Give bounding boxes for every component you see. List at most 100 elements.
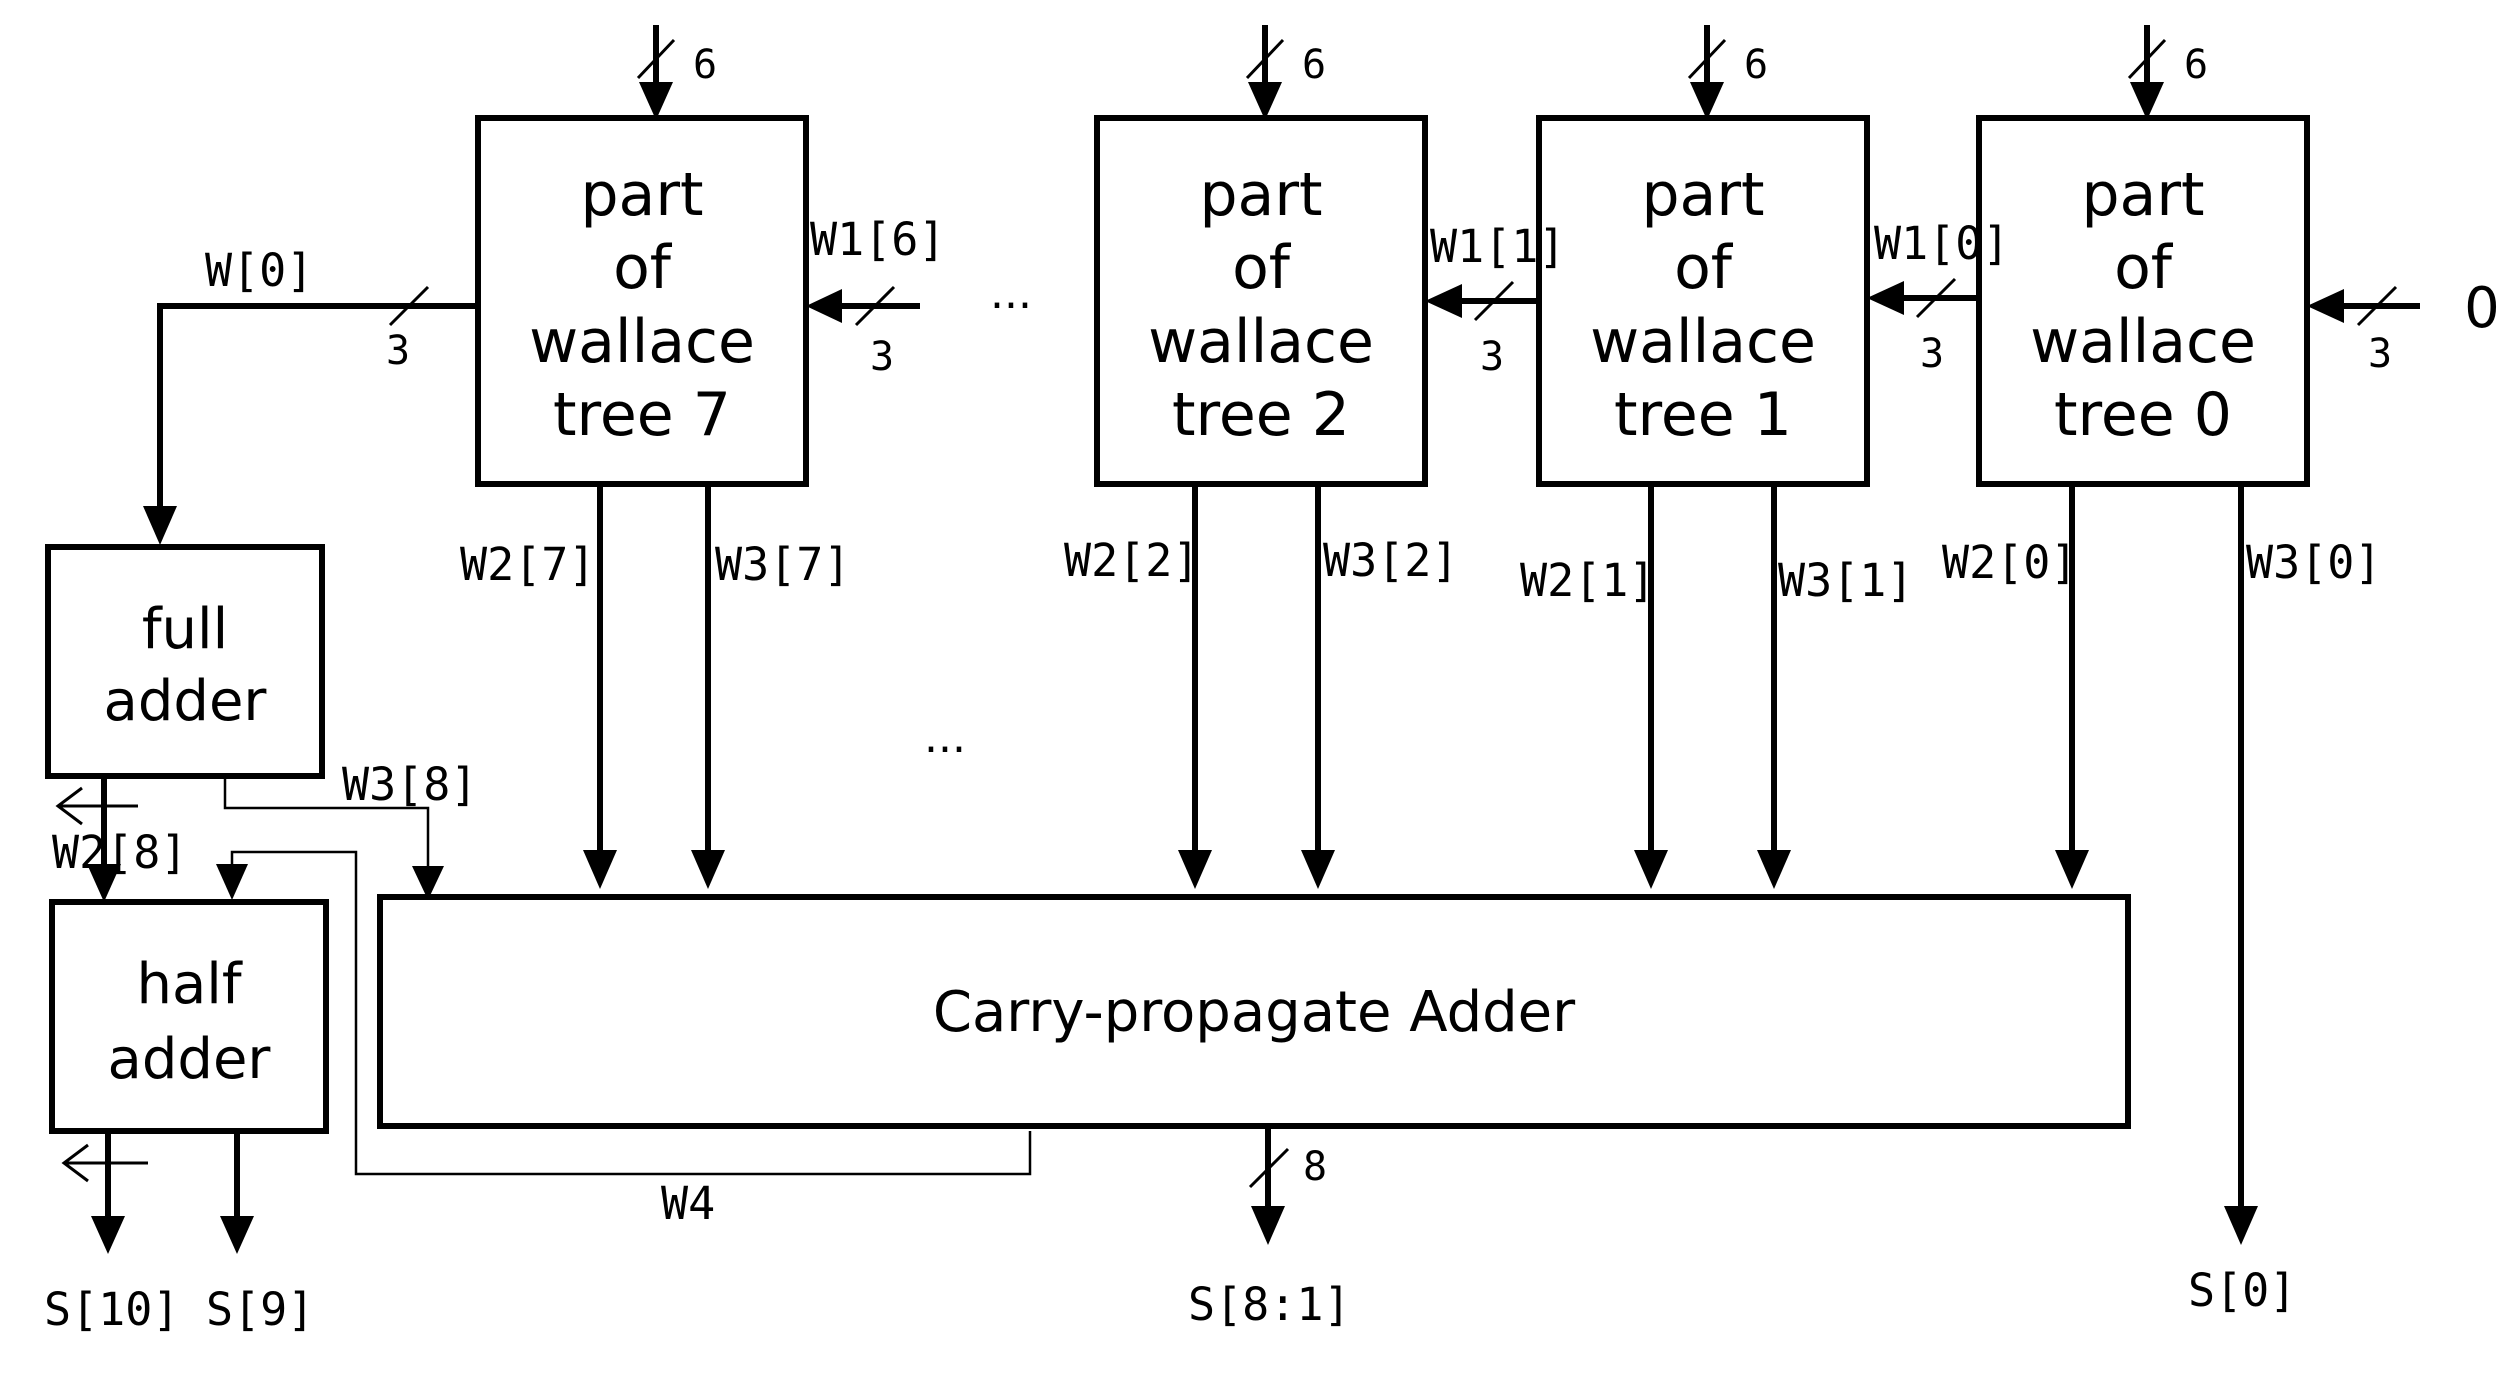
- w2-7-wire: W2[7]: [460, 484, 617, 889]
- tree-7-input-bus: 6: [636, 25, 717, 120]
- w3-1-wire: W3[1]: [1757, 484, 1913, 889]
- ellipsis-top: ...: [990, 268, 1032, 319]
- arrowhead: [220, 1216, 254, 1254]
- output-s10: S[10]: [44, 1283, 179, 1336]
- arrowhead: [216, 864, 248, 900]
- bus-slash: [1915, 277, 1957, 319]
- carry-in-zero-value: 0: [2464, 276, 2500, 341]
- arrowhead: [91, 1216, 125, 1254]
- bus-slash: [1245, 38, 1285, 80]
- output-s8-1: S[8:1]: [1188, 1278, 1351, 1331]
- half-adder-box: [49, 899, 329, 1134]
- bus-slash: [388, 285, 430, 327]
- wallace-tree-part-2: part of wallace tree 2: [1094, 115, 1428, 487]
- signal-w3-0: W3[0]: [2246, 536, 2381, 589]
- tree-7-carry-in-bus: W1[6] 3: [806, 213, 945, 380]
- w2-2-wire: W2[2]: [1064, 484, 1212, 889]
- s9-output: S[9]: [206, 1131, 314, 1336]
- tree-7-input-width: 6: [693, 42, 717, 88]
- arrowhead: [1178, 850, 1212, 889]
- w1-0-bus: W1[0] 3: [1867, 217, 2009, 377]
- signal-w1-1: W1[1]: [1430, 220, 1565, 273]
- w3-7-wire: W3[7]: [691, 484, 850, 889]
- signal-w2-7: W2[7]: [460, 538, 595, 591]
- tree-0-label-line-4: tree 0: [2054, 380, 2232, 450]
- bus-slash: [636, 38, 676, 80]
- full-adder-left-open-arrow: [55, 786, 138, 826]
- signal-w0: W[0]: [205, 244, 313, 297]
- bus-slash: [2356, 285, 2398, 327]
- arrowhead: [1867, 281, 1904, 315]
- signal-w2-8: W2[8]: [52, 826, 187, 879]
- tree-7-label-line-3: wallace: [529, 307, 755, 377]
- wallace-tree-part-7: part of wallace tree 7: [475, 115, 809, 487]
- carry-in-zero-bus: 3 0: [2307, 276, 2500, 377]
- w2-8-wire: W2[8]: [52, 776, 187, 902]
- arrowhead: [1690, 82, 1724, 120]
- signal-w3-8: W3[8]: [342, 758, 477, 811]
- tree-1-label-line-4: tree 1: [1614, 380, 1792, 450]
- arrowhead: [639, 82, 673, 120]
- arrowhead: [1248, 82, 1282, 120]
- tree-1-label-line-1: part: [1641, 160, 1764, 230]
- full-adder: full adder: [45, 544, 325, 779]
- tree-1-input-width: 6: [1744, 42, 1768, 88]
- arrowhead: [412, 866, 444, 900]
- signal-w3-7: W3[7]: [715, 538, 850, 591]
- w2-1-wire: W2[1]: [1520, 484, 1668, 889]
- w2-0-wire: W2[0]: [1942, 484, 2089, 889]
- arrowhead: [1634, 850, 1668, 889]
- bus-slash: [1687, 38, 1727, 80]
- tree-2-input-width: 6: [1302, 42, 1326, 88]
- wallace-tree-7-box: [475, 115, 809, 487]
- tree-7-label-line-4: tree 7: [553, 380, 731, 450]
- signal-w4: W4: [661, 1177, 715, 1230]
- arrowhead: [1757, 850, 1791, 889]
- arrowhead: [87, 864, 121, 902]
- carry-in-width: 3: [2368, 331, 2392, 377]
- full-adder-label-line-1: full: [142, 597, 228, 662]
- arrowhead: [806, 289, 842, 323]
- carry-propagate-adder: Carry-propagate Adder: [377, 894, 2131, 1129]
- w1-1-bus: W1[1] 3: [1425, 220, 1565, 380]
- tree-1-input-bus: 6: [1687, 25, 1768, 120]
- arrowhead: [143, 506, 177, 545]
- bus-slash: [2127, 38, 2167, 80]
- arrowhead: [691, 850, 725, 889]
- w1-0-width: 3: [1920, 331, 1944, 377]
- wallace-tree-part-1: part of wallace tree 1: [1536, 115, 1870, 487]
- full-adder-label-line-2: adder: [104, 669, 268, 734]
- w1-6-width: 3: [870, 334, 894, 380]
- signal-w2-0: W2[0]: [1942, 536, 2077, 589]
- tree-0-label-line-3: wallace: [2030, 307, 2256, 377]
- tree-2-label-line-2: of: [1232, 233, 1292, 303]
- full-adder-box: [45, 544, 325, 779]
- tree-0-label-line-2: of: [2114, 233, 2174, 303]
- bus-slash: [854, 285, 896, 327]
- s10-output: S[10]: [44, 1131, 179, 1336]
- arrowhead: [2224, 1206, 2258, 1245]
- signal-w3-2: W3[2]: [1323, 534, 1458, 587]
- half-adder: half adder: [49, 899, 329, 1134]
- signal-w1-0: W1[0]: [1874, 217, 2009, 270]
- w4-wire: W4: [216, 850, 1032, 1230]
- w3-8-wire: W3[8]: [223, 758, 477, 900]
- signal-w2-1: W2[1]: [1520, 554, 1655, 607]
- w1-1-width: 3: [1480, 334, 1504, 380]
- signal-w2-2: W2[2]: [1064, 534, 1199, 587]
- tree-1-label-line-3: wallace: [1590, 307, 1816, 377]
- bus-slash: [1473, 280, 1515, 322]
- tree-1-label-line-2: of: [1674, 233, 1734, 303]
- cpa-output-width: 8: [1303, 1144, 1327, 1190]
- tree-2-label-line-1: part: [1199, 160, 1322, 230]
- wallace-tree-part-0: part of wallace tree 0: [1976, 115, 2310, 487]
- cpa-box: [377, 894, 2131, 1129]
- arrowhead: [2130, 82, 2164, 120]
- wallace-tree-0-box: [1976, 115, 2310, 487]
- s8-1-output: 8 S[8:1]: [1188, 1126, 1351, 1331]
- w3-0-wire: W3[0]: [2224, 484, 2381, 1245]
- tree-2-input-bus: 6: [1245, 25, 1326, 120]
- arrowhead: [1251, 1206, 1285, 1245]
- half-adder-label-line-2: adder: [108, 1027, 272, 1092]
- w0-width: 3: [386, 328, 410, 374]
